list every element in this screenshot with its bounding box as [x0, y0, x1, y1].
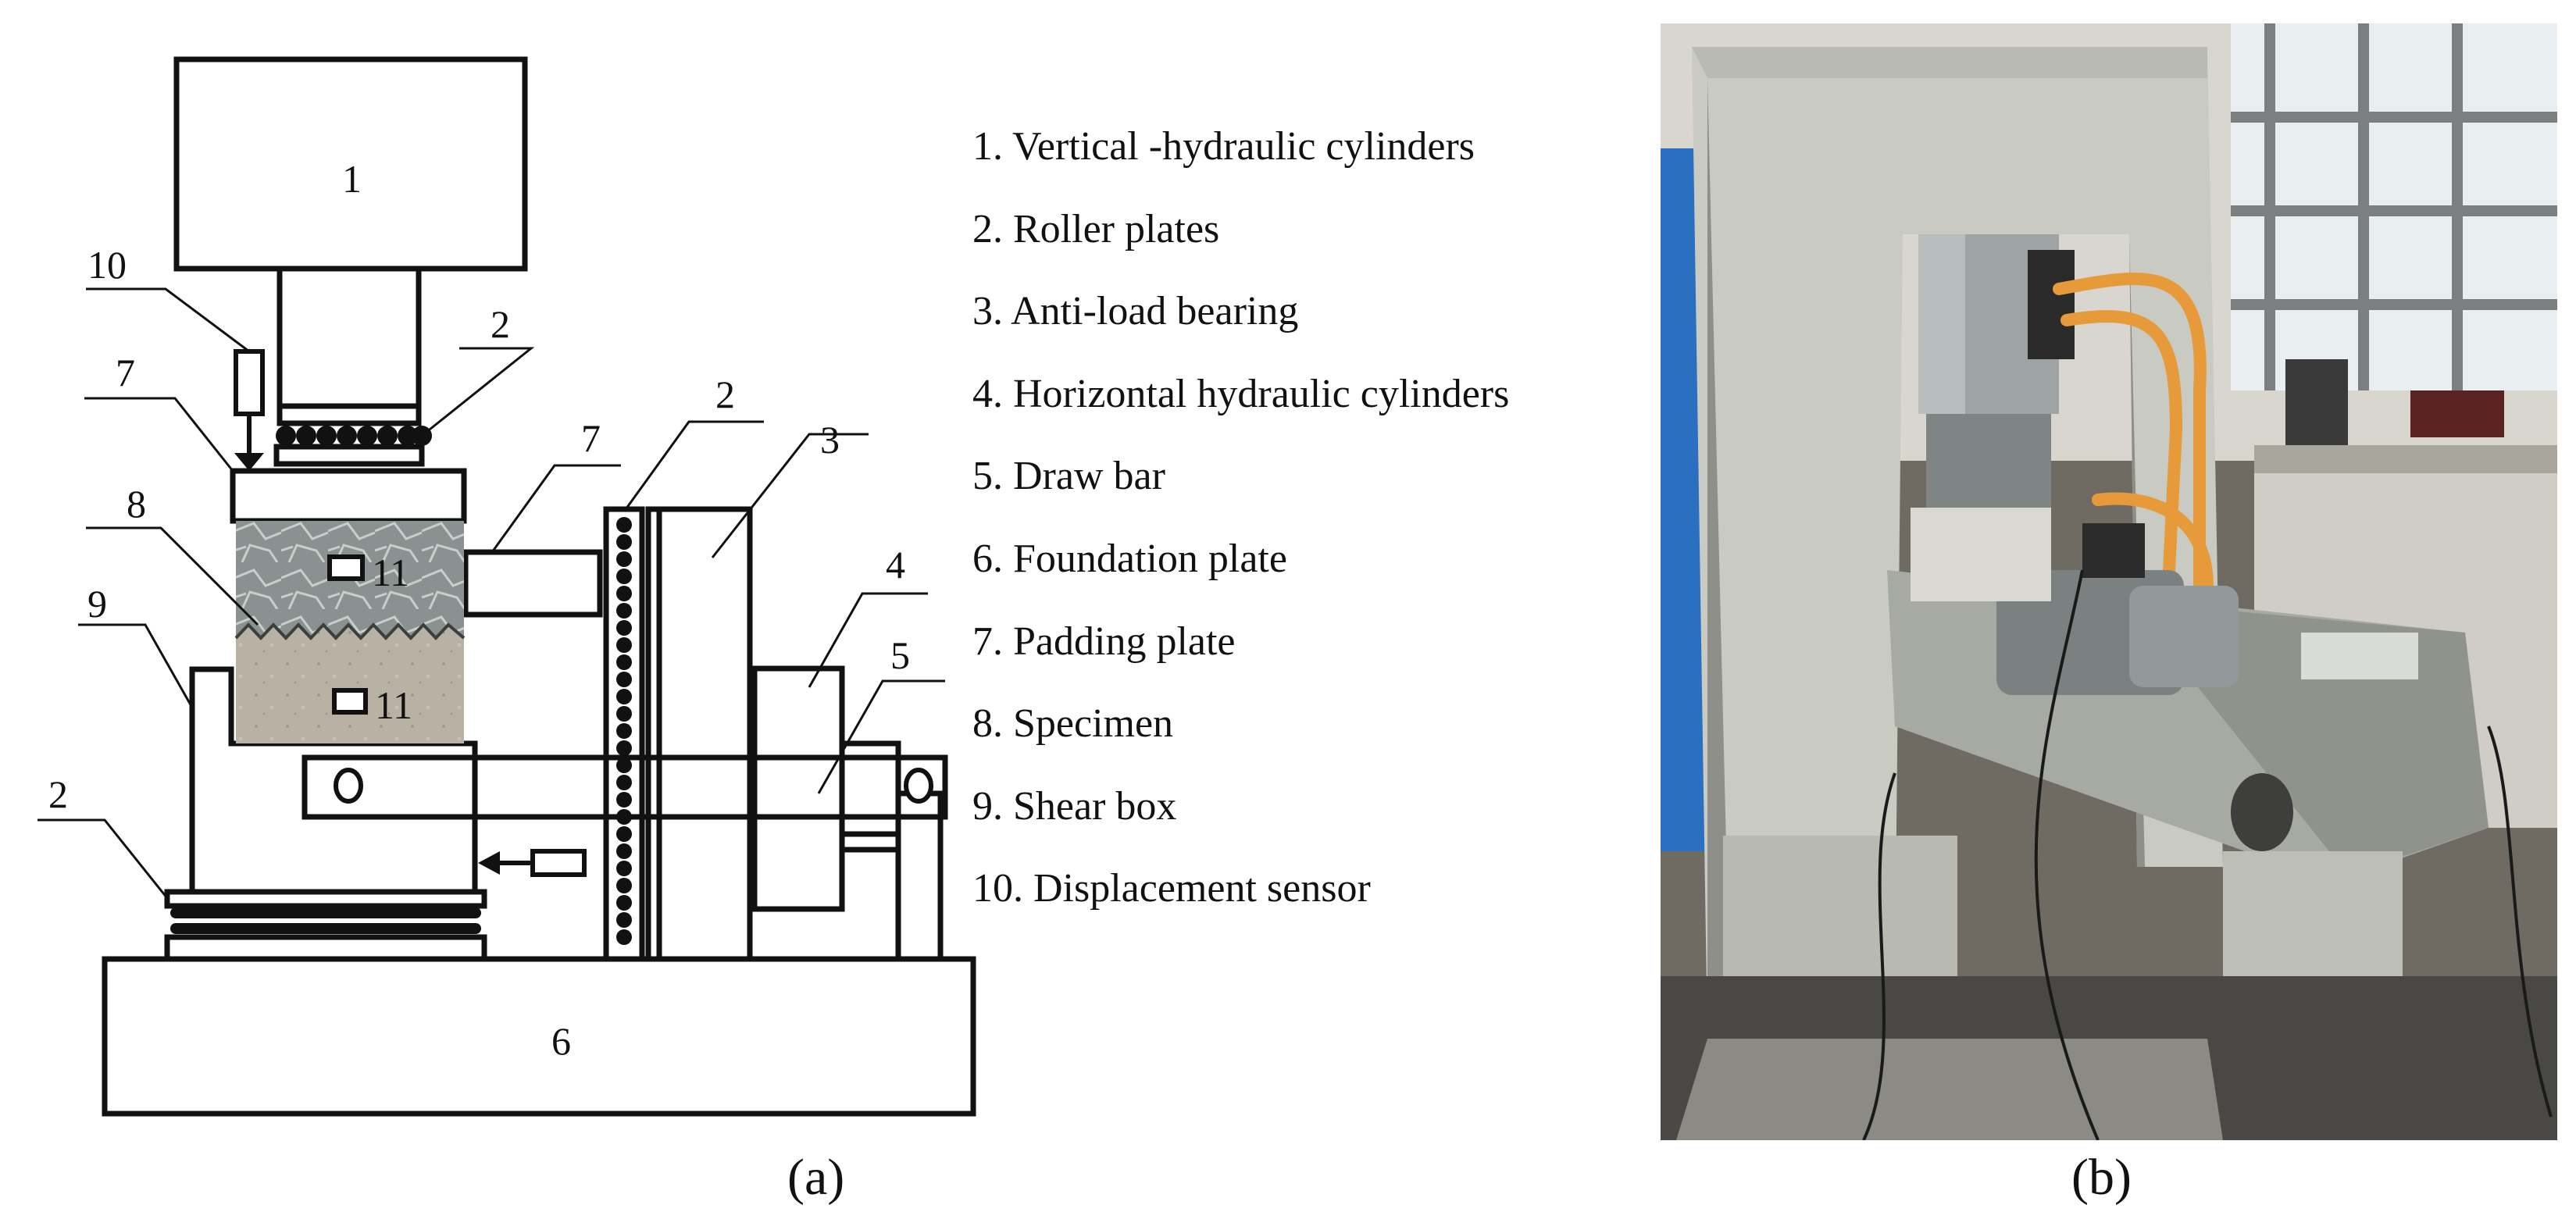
label-6: 6	[551, 1019, 571, 1063]
horizontal-loading-arm	[1887, 570, 2489, 882]
caption-a: (a)	[787, 1149, 845, 1206]
label-11-lower: 11	[375, 683, 412, 727]
legend-item: 10. Displacement sensor	[972, 866, 1371, 911]
legend-item: 9. Shear box	[972, 783, 1177, 829]
strain-gauge-upper	[327, 554, 365, 581]
window	[2231, 23, 2557, 390]
label-2-bottom: 2	[48, 772, 68, 816]
specimen-joint	[234, 622, 466, 640]
lower-roller-balls	[170, 907, 481, 934]
label-2-column: 2	[715, 373, 735, 416]
legend-item: 8. Specimen	[972, 701, 1174, 747]
upper-roller-balls	[276, 426, 432, 446]
label-1: 1	[342, 157, 362, 201]
label-4: 4	[886, 543, 905, 586]
label-7-right: 7	[581, 416, 601, 460]
shear-apparatus-schematic: 1 10 2 7 8 9 2 2 7 3 4 5 6 11 11	[37, 56, 976, 1117]
caption-b: (b)	[2071, 1149, 2132, 1206]
top-padding-plate	[230, 468, 467, 524]
foundation-plate	[102, 956, 976, 1117]
label-8: 8	[127, 482, 146, 526]
loading-frame	[1692, 47, 2223, 1039]
component-legend: 1. Vertical -hydraulic cylinders 2. Roll…	[972, 105, 1509, 930]
label-10: 10	[87, 243, 127, 287]
horizontal-cylinder	[751, 665, 845, 912]
legend-item: 2. Roller plates	[972, 206, 1220, 251]
strain-gauge-lower	[332, 688, 368, 715]
side-padding-plate	[462, 549, 603, 618]
legend-item: 5. Draw bar	[972, 454, 1165, 499]
horizontal-displacement-sensor	[530, 849, 587, 877]
horizontal-sensor-arrow	[478, 851, 500, 875]
draw-bar-eye-left	[334, 768, 363, 804]
legend-item: 3. Anti-load bearing	[972, 289, 1299, 334]
rear-post-shoulder	[839, 831, 901, 853]
lower-roller-top-plate	[164, 889, 487, 909]
vertical-displacement-sensor	[234, 349, 265, 416]
label-2-top: 2	[491, 302, 510, 346]
draw-bar-eye-right	[904, 768, 933, 804]
lower-roller-bottom-plate	[164, 934, 487, 962]
apparatus-photo	[1661, 23, 2557, 1140]
machine-base	[1661, 836, 2557, 1140]
label-9: 9	[87, 582, 107, 626]
legend-item: 1. Vertical -hydraulic cylinders	[972, 124, 1475, 169]
label-11-upper: 11	[372, 551, 409, 594]
label-7-left: 7	[116, 351, 135, 394]
legend-item: 7. Padding plate	[972, 619, 1236, 664]
specimen-lower	[236, 625, 464, 743]
vertical-roller-balls	[616, 517, 632, 945]
label-5: 5	[890, 633, 910, 677]
legend-item: 4. Horizontal hydraulic cylinders	[972, 371, 1510, 416]
upper-roller-frame	[277, 403, 422, 426]
label-3: 3	[820, 418, 840, 462]
legend-item: 6. Foundation plate	[972, 536, 1287, 581]
vertical-cylinder-piston	[277, 266, 422, 412]
vertical-cylinder-body	[173, 56, 528, 272]
shear-box-photo	[1911, 508, 2051, 601]
vertical-sensor-arrow	[234, 453, 264, 471]
anti-load-bearing-block	[656, 506, 753, 962]
hydraulic-cables	[2053, 273, 2214, 592]
